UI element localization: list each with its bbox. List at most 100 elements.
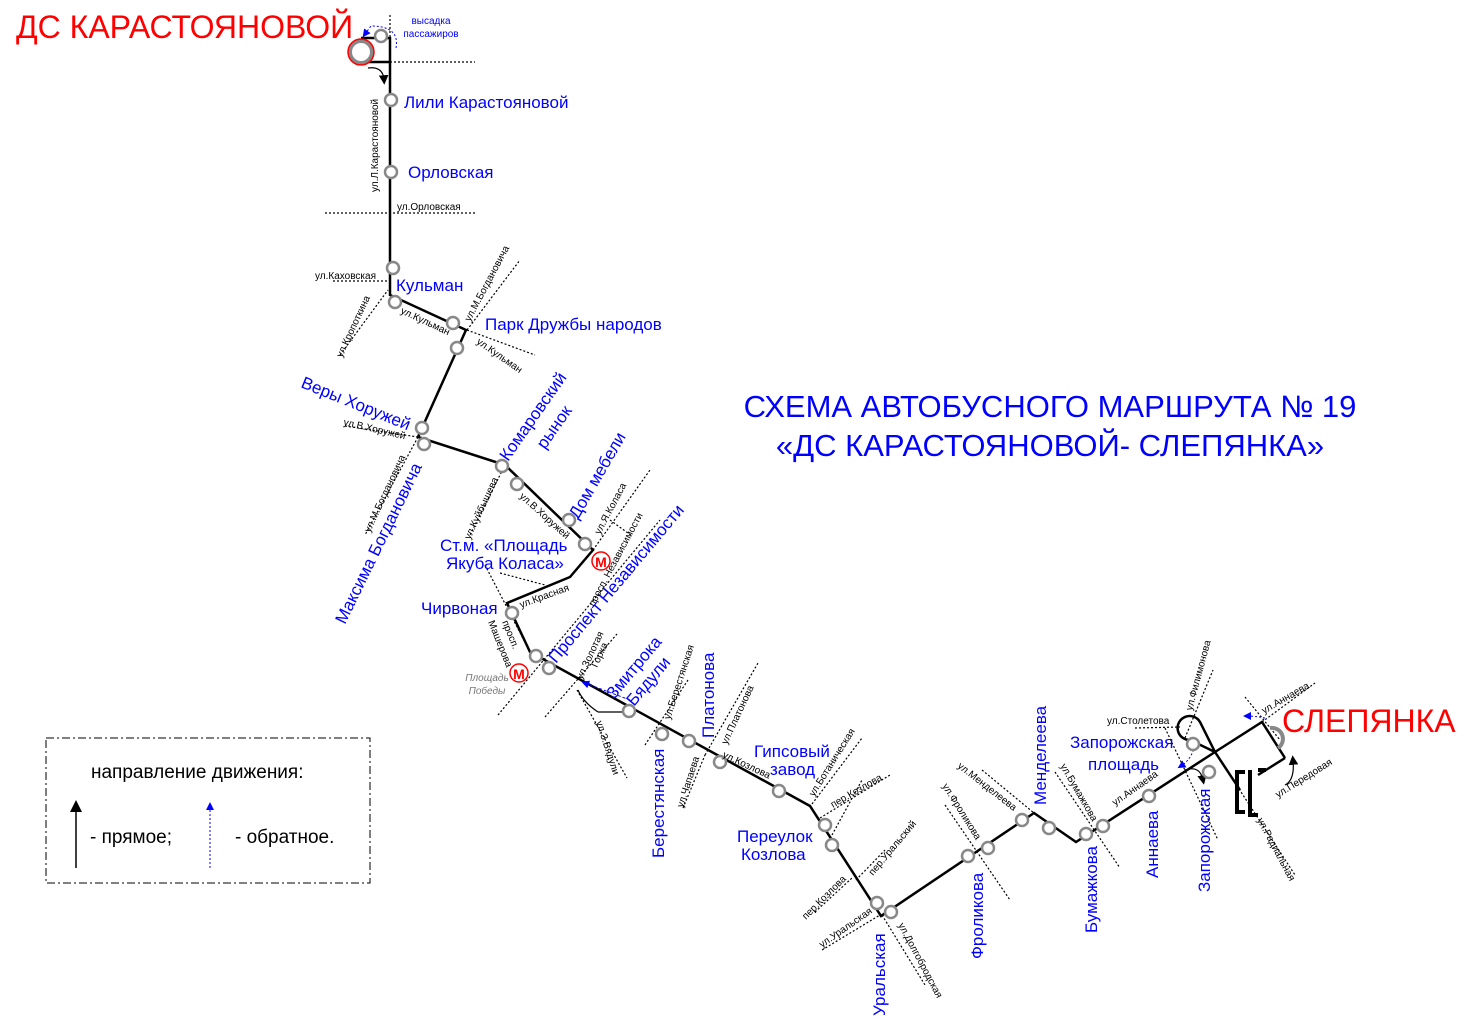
circle-shape (414, 420, 430, 436)
line-shape (704, 662, 759, 756)
streets-karastoyanovoy: ул.Л.Карастояновой (370, 99, 381, 192)
stops-gipsovy-1: Гипсовый (754, 742, 830, 761)
streets-per-kozlova2: пер.Козлова (800, 873, 849, 922)
streets-m-bogdanovicha1: ул.М.Богдановича (463, 244, 512, 324)
stops-lili: Лили Карастояновой (404, 93, 568, 112)
circle-shape (373, 28, 389, 44)
notes-metro-label: М (595, 554, 607, 570)
streets-z-byaduli: ул.З.Бядули (593, 720, 621, 777)
circle-shape (387, 294, 403, 310)
stops-pereulok-1: Переулок (737, 827, 813, 846)
terminal-end-icon (1269, 725, 1285, 750)
legend-title: направление движения: (91, 762, 304, 783)
stop-names: Лили Карастояновой Орловская Кульман Пар… (299, 93, 1214, 1016)
circle-shape (561, 512, 577, 528)
streets-per-kozlova1: пер.Козлова (829, 772, 885, 810)
circle-shape (817, 817, 833, 833)
streets-filimonova: ул.Филимонова (1184, 639, 1213, 712)
streets-lines (325, 15, 1316, 986)
rect-shape (45, 737, 371, 884)
line-shape (1184, 669, 1214, 739)
line-shape (819, 774, 891, 819)
line-shape (499, 572, 546, 586)
streets-stoletova: ул.Столетова (1107, 716, 1170, 727)
line-shape (466, 259, 521, 331)
turnaround-loop (1176, 714, 1218, 755)
line-shape (1134, 726, 1181, 729)
route-line (361, 36, 1287, 918)
streets-uralskaya: ул.Уральская (817, 906, 874, 951)
path-shape (362, 25, 397, 49)
line-shape (682, 754, 706, 809)
stops-bumazhkova: Бумажкова (1082, 845, 1101, 933)
circle-shape (1201, 764, 1217, 780)
stops-bogdanovicha: Максима Богдановича (332, 459, 427, 626)
line-shape (855, 849, 886, 881)
streets-kahovskaya: ул.Каховская (315, 271, 376, 282)
circle-shape (960, 848, 976, 864)
circle-shape (681, 733, 697, 749)
metro-icon: М М (509, 551, 611, 683)
stops-platonova: Платонова (699, 652, 718, 738)
line-shape (644, 679, 689, 746)
stops (373, 28, 1217, 920)
line-shape (339, 289, 389, 356)
circle-shape (1141, 788, 1157, 804)
streets-dolgobrodskaya: ул.Долгобродская (895, 921, 945, 1000)
circle-shape (1014, 812, 1030, 828)
streets-kulman2: ул.Кульман (474, 336, 524, 375)
stops-zap-pl-2: площадь (1088, 755, 1159, 774)
streets-chapaeva: ул.Чапаева (675, 755, 702, 809)
line-shape (466, 329, 536, 356)
circle-shape (577, 536, 593, 552)
stops-kolasa-1: Ст.м. «Площадь (440, 536, 568, 555)
line-shape (831, 779, 863, 836)
circle-shape (654, 726, 670, 742)
line-shape (1261, 682, 1316, 723)
circle-shape (528, 648, 544, 664)
circle-shape (416, 436, 432, 452)
path-shape (1243, 712, 1266, 721)
line-shape (814, 877, 853, 913)
streets-peredovaya: ул.Передовая (1274, 757, 1335, 801)
circle-shape (541, 660, 557, 676)
circle-shape (621, 703, 637, 719)
stops-mendeleeva: Менделеева (1031, 705, 1050, 805)
terminal-end-label: СЛЕПЯНКА (1282, 703, 1456, 739)
stops-zaporozhskaya: Запорожская (1195, 789, 1214, 892)
circle-shape (1078, 826, 1094, 842)
circle-shape (385, 260, 401, 276)
line-shape (344, 425, 419, 438)
circle-shape (383, 92, 399, 108)
path-shape (1184, 768, 1207, 785)
stops-berestyanskaya: Берестянская (649, 749, 668, 858)
circle-shape (771, 783, 787, 799)
notes-metro-label: М (513, 666, 525, 682)
notes-pobedy-2: Победы (469, 685, 506, 697)
streets-kropotkina: ул.Кропоткина (335, 294, 373, 360)
streets-orlovskaya: ул.Орловская (397, 202, 461, 213)
stops-orlovskaya: Орловская (408, 163, 493, 182)
line-shape (1244, 696, 1281, 741)
stops-zap-pl-1: Запорожская (1070, 733, 1173, 752)
line-shape (609, 519, 633, 537)
map-title: СХЕМА АВТОБУСНОГО МАРШРУТА № 19 (744, 389, 1357, 424)
streets-radialnaya: ул.Радиальная (1254, 816, 1296, 883)
map-subtitle: «ДС КАРАСТОЯНОВОЙ- СЛЕПЯНКА» (776, 427, 1324, 463)
streets-berestyanskaya: ул.Берестянская (662, 644, 696, 721)
circle-shape (449, 340, 465, 356)
circle-shape (1095, 818, 1111, 834)
circle-shape (494, 458, 510, 474)
pobedy-note: Площадь (465, 673, 508, 684)
circle-shape (1041, 820, 1057, 836)
circle-shape (383, 164, 399, 180)
path-shape (1284, 755, 1299, 786)
streets-kuybysheva: ул.Куйбышева (462, 475, 501, 541)
path-shape (1257, 756, 1286, 777)
circle-shape (824, 837, 840, 853)
stops-uralskaya: Уральская (870, 933, 889, 1016)
line-shape (592, 469, 651, 551)
line-shape (1164, 727, 1219, 841)
legend-reverse: - обратное. (235, 827, 334, 848)
circle-shape (509, 663, 529, 683)
